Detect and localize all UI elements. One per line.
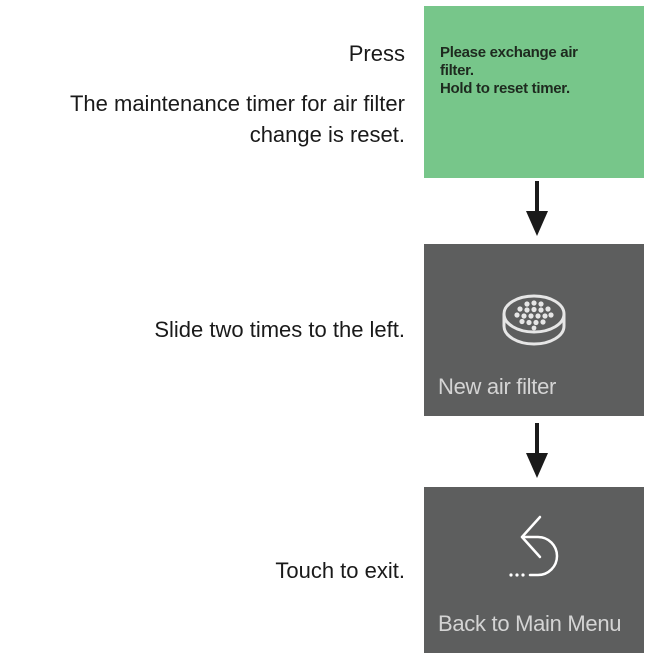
new-air-filter-label: New air filter xyxy=(438,374,557,399)
alert-message-line1: Please exchange air xyxy=(440,44,578,61)
back-to-main-menu-label: Back to Main Menu xyxy=(438,611,622,636)
instruction-press: Press xyxy=(348,41,405,66)
instruction-timer-reset-line2: change is reset. xyxy=(249,122,405,147)
back-arrow-icon xyxy=(509,515,559,577)
air-filter-icon xyxy=(502,294,566,346)
instruction-touch-exit: Touch to exit. xyxy=(275,558,405,583)
instruction-slide: Slide two times to the left. xyxy=(154,317,405,342)
air-filter-alert-panel[interactable]: Please exchange air filter. Hold to rese… xyxy=(424,6,644,178)
down-arrow-icon xyxy=(526,423,548,478)
new-air-filter-panel[interactable]: New air filter xyxy=(424,244,644,416)
alert-message: Please exchange air filter. Hold to rese… xyxy=(440,44,620,98)
instruction-timer-reset: The maintenance timer for air filter cha… xyxy=(70,88,405,150)
back-to-main-menu-panel[interactable]: Back to Main Menu xyxy=(424,487,644,653)
alert-message-line2: filter. xyxy=(440,62,474,79)
alert-message-line3: Hold to reset timer. xyxy=(440,80,570,97)
down-arrow-icon xyxy=(526,181,548,236)
instruction-timer-reset-line1: The maintenance timer for air filter xyxy=(69,91,405,116)
